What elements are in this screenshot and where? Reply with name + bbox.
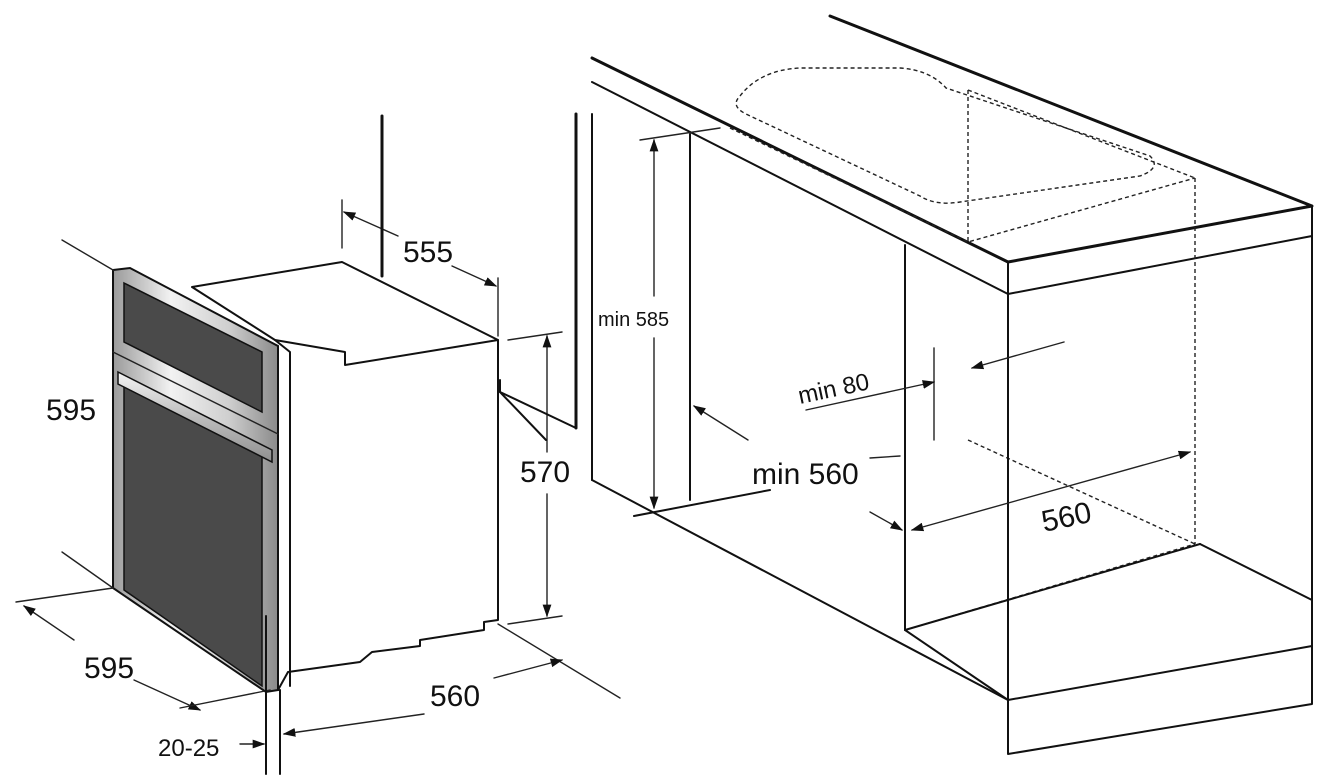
oven-height-label: 595 [46, 394, 96, 427]
door-offset-label: 20-25 [158, 735, 219, 762]
niche-height-dimension: min 585 [598, 127, 721, 510]
body-height-label: 570 [520, 456, 570, 489]
rear-gap-dimension: min 80 [796, 341, 1065, 441]
oven-side-panel [277, 339, 499, 691]
oven-height-dimension: 595 [46, 239, 114, 589]
niche-width-label: min 560 [752, 458, 859, 491]
oven-unit [112, 261, 499, 694]
niche-height-label: min 585 [598, 309, 669, 331]
control-panel-glass [123, 281, 263, 414]
oven-depth-dimension: 560 [282, 623, 621, 737]
oven-depth-label: 560 [430, 680, 480, 713]
door-offset-dimension: 20-25 [158, 615, 281, 775]
oven-width-label: 595 [84, 652, 134, 685]
cabinet-unit [499, 14, 1314, 755]
oven-door-handle [117, 370, 273, 464]
niche-depth-label: 560 [1039, 496, 1095, 539]
back-depth-label: 555 [403, 236, 453, 269]
niche-depth-dimension: 560 [910, 450, 1192, 539]
hob-cutout-outline [735, 67, 1155, 204]
back-depth-dimension: 555 [341, 199, 499, 337]
body-height-dimension: 570 [507, 331, 570, 625]
niche-width-dimension: min 560 [692, 405, 904, 531]
oven-width-dimension: 595 [15, 587, 271, 711]
countertop [590, 14, 1314, 264]
